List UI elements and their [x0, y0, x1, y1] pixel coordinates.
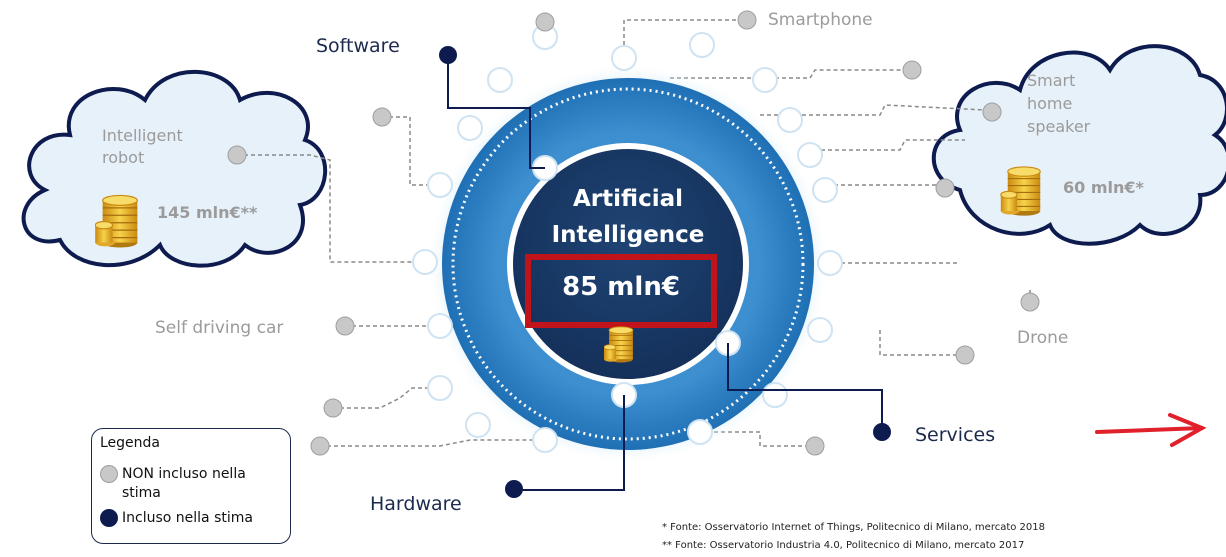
- legend-not-included-line1: NON incluso nella: [122, 466, 246, 482]
- speaker-amount: 60 mln€*: [1063, 178, 1144, 197]
- legend-not-included-line2: stima: [122, 485, 161, 501]
- connector-lines: [237, 19, 1031, 447]
- included-connectors: [447, 55, 883, 491]
- smartphone-label: Smartphone: [768, 10, 873, 30]
- services-dot: [873, 423, 891, 441]
- hardware-label: Hardware: [370, 493, 462, 515]
- value-highlight-box: [525, 254, 717, 328]
- legend-title: Legenda: [100, 435, 161, 451]
- software-dot: [439, 46, 457, 64]
- navy-dot-icon: [100, 509, 118, 527]
- robot-label-line2: robot: [102, 148, 145, 167]
- software-label: Software: [316, 35, 400, 57]
- cloud-intelligent-robot: [21, 69, 328, 268]
- speaker-label-line2: home: [1027, 94, 1073, 113]
- footnote-1: * Fonte: Osservatorio Internet of Things…: [662, 522, 1045, 533]
- center-value: 85 mln€: [562, 272, 680, 302]
- footnote-2: ** Fonte: Osservatorio Industria 4.0, Po…: [662, 540, 1025, 551]
- excluded-dots: [227, 10, 1040, 456]
- legend-included-text: Incluso nella stima: [122, 510, 253, 526]
- center-title-line1: Artificial: [573, 186, 683, 212]
- drone-label: Drone: [1017, 328, 1069, 348]
- services-label: Services: [915, 424, 996, 446]
- grey-dot-icon: [100, 465, 118, 483]
- hardware-dot: [505, 480, 523, 498]
- speaker-label-line1: Smart: [1027, 71, 1076, 90]
- ring-nodes: [412, 24, 843, 453]
- speaker-label-line3: speaker: [1027, 117, 1091, 136]
- cloud-smart-home-speaker: [931, 44, 1226, 246]
- outer-dotted-ring: [451, 87, 805, 441]
- red-arrow-icon: [1095, 413, 1207, 447]
- legend-included: Incluso nella stima: [100, 509, 253, 527]
- robot-amount: 145 mln€**: [157, 203, 258, 222]
- self-driving-car-label: Self driving car: [155, 318, 284, 338]
- center-title-line2: Intelligence: [551, 222, 705, 248]
- legend-not-included: NON incluso nella: [100, 465, 246, 483]
- robot-label-line1: Intelligent: [102, 126, 183, 145]
- legend-box: Legenda NON incluso nella stima Incluso …: [91, 428, 291, 544]
